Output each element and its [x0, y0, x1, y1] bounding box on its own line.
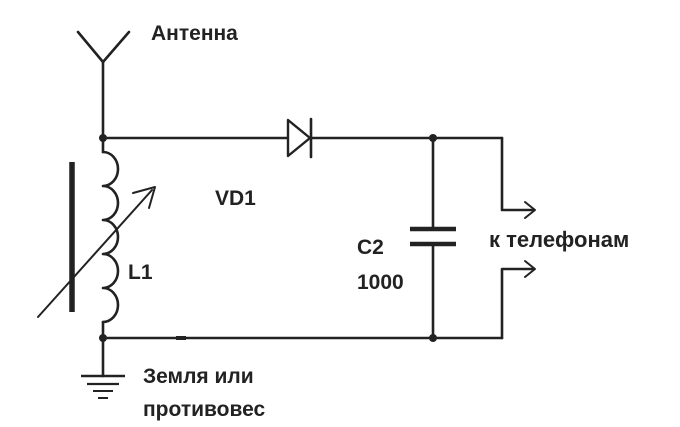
ground-label-line2: противовес	[143, 398, 266, 421]
coil-label: L1	[128, 261, 153, 284]
antenna-label: Антенна	[151, 22, 238, 45]
capacitor-c2	[410, 136, 456, 340]
variable-adjust-arrow	[37, 186, 156, 318]
junction-dots	[99, 134, 437, 342]
coil-l1	[101, 136, 120, 340]
output-bottom-lead	[500, 260, 536, 340]
ground-label-line1: Земля или	[143, 365, 254, 388]
junction-dot	[429, 134, 437, 142]
diode-vd1	[286, 117, 313, 159]
antenna-symbol	[76, 30, 131, 140]
ground-symbol	[81, 336, 125, 399]
capacitor-value-label: 1000	[357, 271, 404, 294]
output-label: к телефонам	[489, 227, 629, 252]
capacitor-name-label: C2	[357, 236, 384, 259]
junction-dot	[99, 134, 107, 142]
output-top-lead	[500, 136, 536, 219]
diode-label: VD1	[215, 187, 256, 210]
junction-dot	[429, 334, 437, 342]
